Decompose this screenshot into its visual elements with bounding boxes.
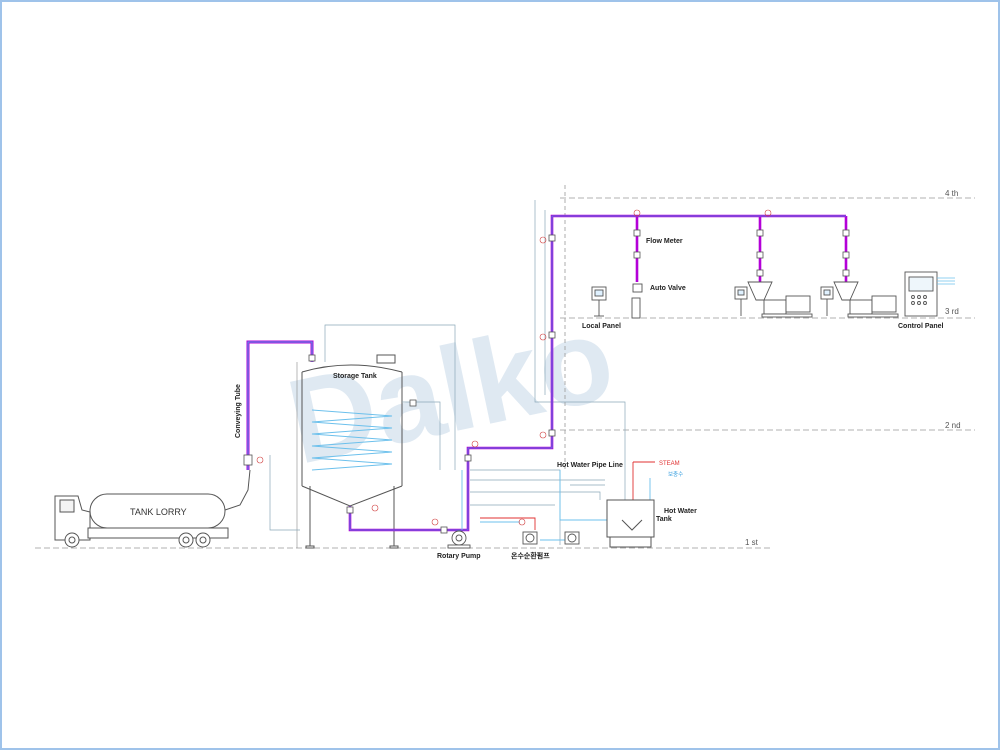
floor-label-1st: 1 st	[745, 538, 759, 547]
gauges	[256, 209, 772, 526]
storage-tank-label: Storage Tank	[333, 373, 377, 380]
tank-lorry	[54, 469, 251, 548]
hot-water-tank-label-2: Tank	[656, 516, 672, 523]
floor-label-4th: 4 th	[945, 189, 958, 198]
control-cables	[937, 277, 955, 285]
conveying-tube-label: Conveying Tube	[235, 384, 242, 438]
floor-label-2nd: 2 nd	[945, 421, 961, 430]
hot-water-pipe-line	[461, 470, 651, 541]
hot-water-pipe-line-label: Hot Water Pipe Line	[557, 462, 623, 469]
local-panel	[591, 286, 607, 317]
product-pipe-trace	[349, 215, 846, 531]
auto-valve-label: Auto Valve	[650, 285, 686, 292]
conveying-tube	[246, 340, 314, 470]
control-panel	[904, 271, 938, 317]
circulation-pump-label: 온수순환펌프	[511, 551, 550, 560]
rotary-pump-label: Rotary Pump	[437, 553, 481, 560]
steam-line	[480, 461, 655, 530]
hot-water-tank-label-1: Hot Water	[664, 508, 697, 515]
utility-lines	[269, 200, 626, 545]
control-panel-label: Control Panel	[898, 323, 944, 330]
circulation-pumps	[522, 531, 580, 545]
floor-lines	[35, 185, 975, 549]
flow-meter-label: Flow Meter	[646, 238, 683, 245]
supply-water-label: 보충수	[668, 470, 683, 478]
valves	[308, 229, 850, 534]
steam-label: STEAM	[659, 461, 680, 467]
filling-machine-2	[820, 281, 899, 318]
heating-coil	[311, 409, 393, 471]
auto-valve	[631, 283, 643, 319]
storage-tank	[296, 354, 403, 549]
floor-label-3rd: 3 rd	[945, 307, 959, 316]
local-panel-label: Local Panel	[582, 323, 621, 330]
watermark: Dalko	[277, 291, 625, 490]
filling-machine-1	[734, 281, 813, 318]
tube-coupling	[243, 454, 253, 466]
hot-water-tank	[606, 499, 655, 548]
tank-lorry-label: TANK LORRY	[130, 507, 187, 517]
watermark-text: Dalko	[277, 291, 625, 490]
rotary-pump	[447, 530, 471, 549]
